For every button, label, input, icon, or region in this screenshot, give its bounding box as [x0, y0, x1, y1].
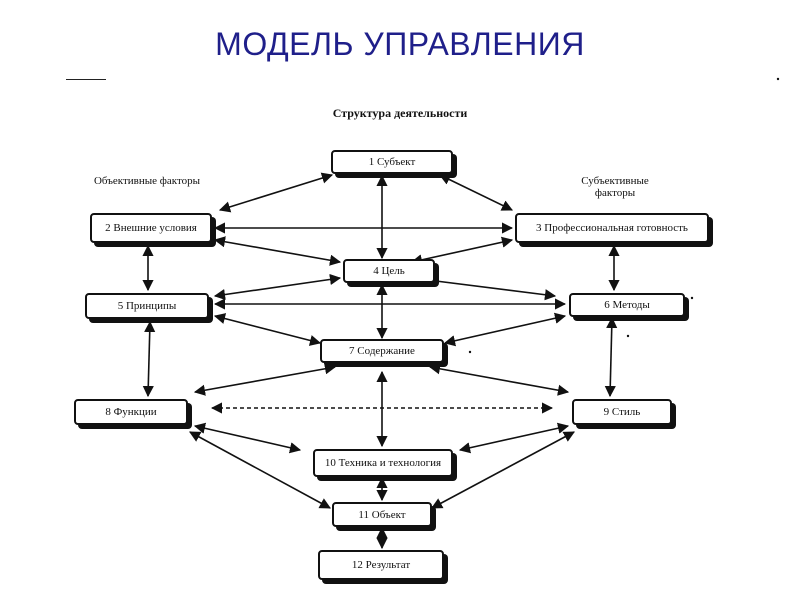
link-style-technique — [458, 422, 570, 454]
link-functions-technique — [193, 422, 302, 454]
link-content-functions — [193, 363, 337, 396]
node-style: 9 Стиль — [572, 399, 672, 425]
link-external-goal — [213, 236, 342, 266]
node-methods: 6 Методы — [569, 293, 685, 317]
node-technique: 10 Техника и технология — [313, 449, 453, 477]
node-result: 12 Результат — [318, 550, 444, 580]
link-goal-principles — [213, 273, 342, 301]
node-content: 7 Содержание — [320, 339, 444, 363]
link-content-style — [428, 363, 570, 396]
node-external-conditions: 2 Внешние условия — [90, 213, 212, 243]
link-methods-style — [604, 316, 618, 398]
title-underline-mark — [66, 79, 106, 80]
speck — [690, 296, 694, 300]
link-functions-object — [189, 431, 331, 509]
objective-factors-label: Объективные факторы — [93, 175, 201, 187]
link-methods-content — [443, 312, 567, 347]
speck — [626, 334, 630, 338]
diagram-subtitle: Структура деятельности — [332, 106, 468, 120]
slide-title: МОДЕЛЬ УПРАВЛЕНИЯ — [215, 26, 585, 62]
node-object: 11 Объект — [332, 502, 432, 527]
node-subject: 1 Субъект — [331, 150, 453, 174]
link-style-object — [431, 431, 575, 509]
node-goal: 4 Цель — [343, 259, 435, 283]
link-goal-methods — [410, 273, 557, 301]
link-subject-readiness — [438, 174, 514, 211]
link-principles-content — [213, 313, 322, 346]
node-principles: 5 Принципы — [85, 293, 209, 319]
speck — [468, 350, 472, 354]
speck — [776, 77, 780, 81]
node-professional-readiness: 3 Профессиональная готовность — [515, 213, 709, 243]
subjective-factors-label: Субъективные факторы — [581, 175, 649, 199]
link-readiness-goal — [410, 236, 514, 266]
link-principles-functions — [142, 320, 156, 398]
node-functions: 8 Функции — [74, 399, 188, 425]
link-subject-external — [218, 172, 334, 213]
